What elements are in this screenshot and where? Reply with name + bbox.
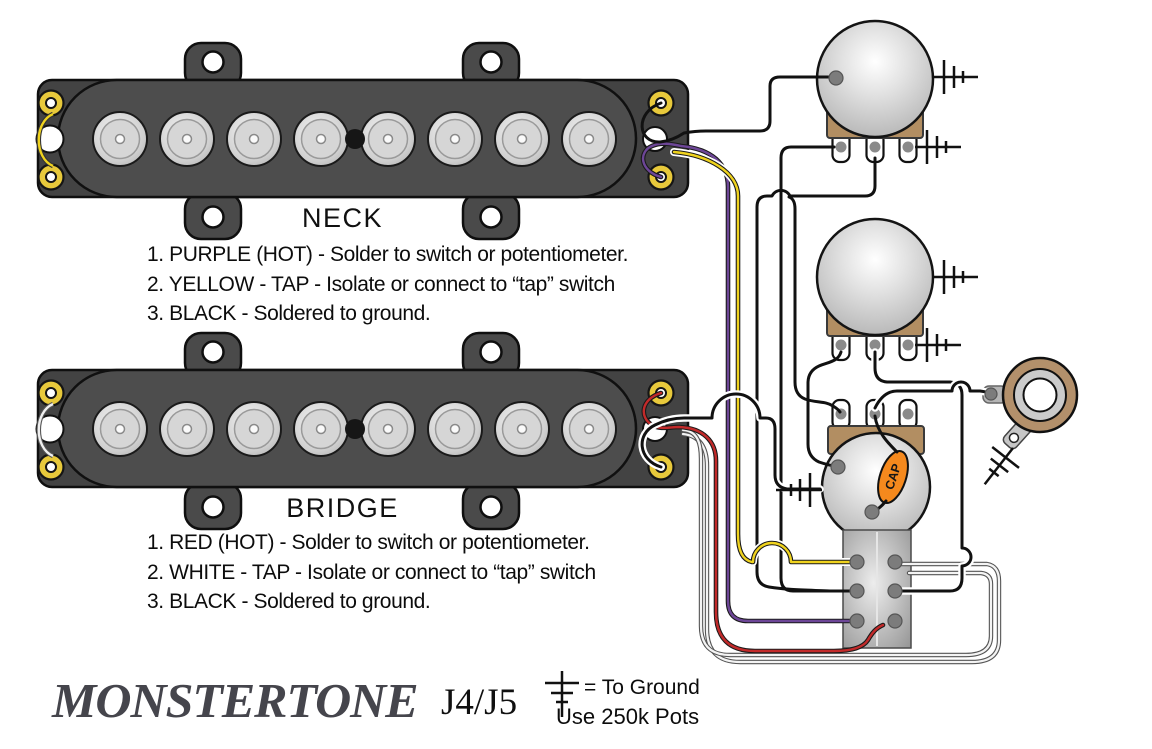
ground-icon [930,58,980,96]
bridge-instruction-line: 2. WHITE - TAP - Isolate or connect to “… [147,560,596,584]
brand-logo: MONSTERTONE [52,673,419,728]
pot-body [815,217,935,337]
neck-lead-loop-yellow [36,111,55,169]
pot1-lug2-link [755,156,877,593]
bridge-volume-pot [815,217,935,362]
bridge-tap-white-wires [680,427,1002,665]
ground-icon [930,258,980,296]
neck-volume-pot [815,19,935,164]
neck-hot-purple-wire [640,141,854,624]
bridge-ground-wire [638,390,824,493]
cap-upper-lead [873,414,899,454]
tone-pot: CAP [820,398,932,649]
wiring [638,75,1002,665]
bridge-instruction-line: 1. RED (HOT) - Solder to switch or poten… [147,531,590,554]
output-jack [982,356,1079,450]
pot2-wiper-to-switch-wire [871,348,975,595]
bridge-instruction-line: 3. BLACK - Soldered to ground. [147,590,431,613]
neck-instruction-line: 2. YELLOW - TAP - Isolate or connect to … [147,272,615,296]
pot2-lug1-link [806,350,843,468]
jack-hole [1022,377,1058,413]
neck-tap-yellow-wire [670,148,855,566]
output-hot-wire [871,378,995,412]
neck-instruction-line: 3. BLACK - Soldered to ground. [147,302,431,325]
tone-input-link [787,195,842,414]
bridge-pickup [35,331,690,531]
pots-note: Use 250k Pots [556,704,700,729]
neck-center-dot [345,129,365,149]
neck-pickup [35,41,690,241]
bridge-pickup-label: BRIDGE [286,493,399,523]
pot-body [820,431,932,543]
bridge-lead-loop-white [36,401,55,459]
pot-body [815,19,935,139]
model-name: J4/J5 [441,682,518,723]
neck-instruction-line: 1. PURPLE (HOT) - Solder to switch or po… [147,243,629,266]
ground-link-wires [640,75,899,593]
ground-legend-text: = To Ground [584,676,700,699]
bridge-center-dot [345,419,365,439]
neck-instructions: 1. PURPLE (HOT) - Solder to switch or po… [147,240,628,329]
neck-ground-to-pot1 [640,75,831,144]
solder-points [828,70,998,629]
neck-pickup-label: NECK [301,203,383,233]
tone-capacitor: CAP [877,450,909,504]
ground-icon [774,471,824,509]
bridge-instructions: 1. RED (HOT) - Solder to switch or poten… [147,528,596,617]
